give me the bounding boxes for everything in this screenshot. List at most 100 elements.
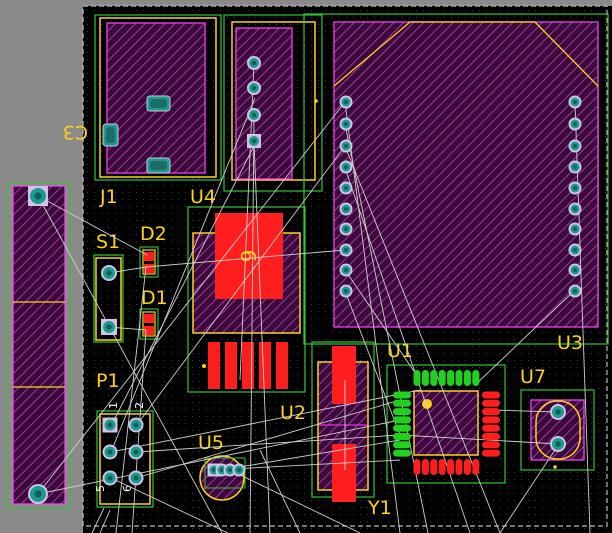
u3-left-pad-9[interactable] <box>339 263 353 277</box>
u4-designator: U4 <box>190 186 216 208</box>
u1-bottom-pad-2[interactable] <box>421 459 429 475</box>
u7-pad-1[interactable] <box>550 404 566 420</box>
s1-pad-1[interactable] <box>101 265 117 281</box>
u3-left-pad-4[interactable] <box>339 160 353 174</box>
connector-pad-1[interactable] <box>28 186 48 206</box>
left-connector-component[interactable] <box>7 182 71 509</box>
u3-right-pad-9[interactable] <box>568 263 582 277</box>
j1-designator: J1 <box>99 186 118 208</box>
u3-left-pad-8[interactable] <box>339 243 353 257</box>
u3-left-pad-10[interactable] <box>339 284 353 298</box>
u1-top-pad-3[interactable] <box>430 370 438 386</box>
u1-left-pad-6[interactable] <box>393 433 411 440</box>
u1-top-pad-1[interactable] <box>413 370 421 386</box>
u3-left-pad-2[interactable] <box>339 117 353 131</box>
p1-pad-1[interactable] <box>102 417 118 433</box>
u1-left-pad-4[interactable] <box>393 416 411 424</box>
u4-pad-1[interactable] <box>247 56 261 70</box>
u7-component[interactable] <box>520 389 595 471</box>
u1-top-pad-8[interactable] <box>472 370 480 386</box>
p1-pin5-label: 5 <box>94 485 107 492</box>
u1-right-pad-7[interactable] <box>482 441 500 449</box>
connector-pad-2[interactable] <box>28 484 48 504</box>
u3-right-pad-4[interactable] <box>568 160 582 174</box>
p1-designator: P1 <box>96 370 120 392</box>
u3-left-pad-6[interactable] <box>339 202 353 216</box>
u1-bottom-pad-5[interactable] <box>447 459 455 475</box>
c3-bottom-designator: C3 <box>63 121 88 143</box>
u1-bottom-pad-3[interactable] <box>430 459 438 475</box>
u1-right-pad-2[interactable] <box>482 399 500 407</box>
u1-top-pad-2[interactable] <box>421 370 429 386</box>
u1-bottom-pad-6[interactable] <box>455 459 463 475</box>
y1-pad-2[interactable] <box>332 444 356 502</box>
u4-package-mark: 6 <box>236 250 260 263</box>
u3-left-pad-7[interactable] <box>339 222 353 236</box>
u1-right-pad-4[interactable] <box>482 416 500 424</box>
s1-pad-2[interactable] <box>101 319 117 335</box>
u3-left-pad-3[interactable] <box>339 139 353 153</box>
u5-component[interactable] <box>199 455 246 501</box>
u1-left-pad-2[interactable] <box>393 399 411 407</box>
p1-pad-6[interactable] <box>128 470 144 486</box>
p1-pad-4[interactable] <box>128 444 144 460</box>
u3-right-pad-1[interactable] <box>568 95 582 109</box>
u4-dpak-component[interactable] <box>187 206 306 393</box>
u4-pad-4[interactable] <box>247 134 261 148</box>
pads-layer <box>28 56 582 504</box>
u3-component[interactable] <box>303 13 609 345</box>
u1-top-pad-7[interactable] <box>463 370 471 386</box>
u3-designator: U3 <box>557 332 583 354</box>
d2-component[interactable] <box>139 246 159 278</box>
j1-component[interactable] <box>94 14 222 181</box>
u3-right-pad-5[interactable] <box>568 181 582 195</box>
p1-pad-5[interactable] <box>102 470 118 486</box>
u1-top-pad-6[interactable] <box>455 370 463 386</box>
u1-right-pad-8[interactable] <box>482 449 500 457</box>
u3-right-pad-3[interactable] <box>568 139 582 153</box>
u5-designator: U5 <box>198 432 224 454</box>
u1-top-pad-5[interactable] <box>447 370 455 386</box>
u1-bottom-pad-8[interactable] <box>472 459 480 475</box>
u1-bottom-pad-4[interactable] <box>438 459 446 475</box>
u7-pad-2[interactable] <box>550 436 566 452</box>
u2-designator: U2 <box>280 402 306 424</box>
y1-designator: Y1 <box>367 497 392 519</box>
u5-pad-4[interactable] <box>232 463 246 477</box>
u3-left-pad-1[interactable] <box>339 95 353 109</box>
u1-right-pad-1[interactable] <box>482 391 500 399</box>
u1-left-pad-3[interactable] <box>393 408 411 416</box>
u1-bottom-pad-1[interactable] <box>413 459 421 475</box>
u1-right-pad-6[interactable] <box>482 433 500 440</box>
u2-component[interactable] <box>311 341 375 502</box>
u1-right-pad-3[interactable] <box>482 408 500 416</box>
u1-top-pad-4[interactable] <box>438 370 446 386</box>
u1-left-pad-7[interactable] <box>393 441 411 449</box>
u5-pad-3[interactable] <box>223 463 237 477</box>
u4-component[interactable] <box>223 14 323 192</box>
d2-designator: D2 <box>140 223 167 245</box>
y1-pad-1[interactable] <box>332 346 356 404</box>
p1-pin2-label: 2 <box>133 402 146 409</box>
p1-pad-2[interactable] <box>128 417 144 433</box>
u3-right-pad-8[interactable] <box>568 243 582 257</box>
u3-right-pad-10[interactable] <box>568 284 582 298</box>
u1-right-pad-5[interactable] <box>482 424 500 432</box>
u3-right-pad-6[interactable] <box>568 202 582 216</box>
p1-component[interactable] <box>96 410 154 508</box>
u1-left-pad-1[interactable] <box>393 391 411 399</box>
u1-bottom-pad-7[interactable] <box>463 459 471 475</box>
d1-designator: D1 <box>141 287 168 309</box>
u3-left-pad-5[interactable] <box>339 181 353 195</box>
c3-label: C3 <box>63 121 88 143</box>
p1-pin1-label: 1 <box>107 402 120 409</box>
p1-pad-3[interactable] <box>102 444 118 460</box>
u3-right-pad-7[interactable] <box>568 222 582 236</box>
u3-right-pad-2[interactable] <box>568 117 582 131</box>
u4-pad-3[interactable] <box>247 108 261 122</box>
svg-text:6: 6 <box>236 250 260 263</box>
u1-left-pad-5[interactable] <box>393 424 411 432</box>
u1-left-pad-8[interactable] <box>393 449 411 457</box>
u4-pad-2[interactable] <box>247 81 261 95</box>
